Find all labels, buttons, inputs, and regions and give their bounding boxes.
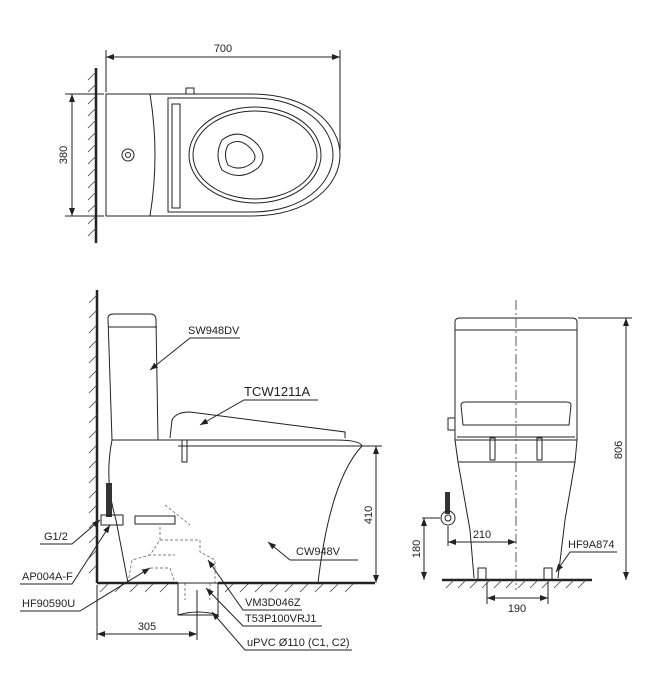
dim-top-width: 700 <box>214 43 232 55</box>
seat-front <box>460 401 572 426</box>
wall-hatch <box>88 294 98 574</box>
drain-pipe <box>177 582 219 616</box>
label-flange: VM3D046Z <box>245 597 301 609</box>
dim-rough-in: 305 <box>138 621 156 633</box>
label-fixing: HF90590U <box>22 598 75 610</box>
side-view: 410 305 SW948DV TCW1211A CW948V G1/2 AP0… <box>20 290 382 651</box>
drain-opening <box>217 133 264 176</box>
bowl-front <box>454 439 578 579</box>
dim-side-height: 410 <box>363 506 375 524</box>
top-view: 700 380 <box>58 43 341 243</box>
tank-side <box>107 313 159 441</box>
flush-button <box>121 148 135 162</box>
label-adapter: T53P100VRJ1 <box>245 613 317 625</box>
label-pipe: uPVC Ø110 (C1, C2) <box>247 637 350 649</box>
label-tank: SW948DV <box>188 325 240 337</box>
wall-hatch <box>87 71 97 237</box>
bowl-side <box>158 439 363 584</box>
label-bolt: HF9A874 <box>568 539 614 551</box>
floor-hatch <box>99 583 354 593</box>
label-seat: TCW1211A <box>244 384 311 399</box>
dim-supply-offset: 210 <box>473 529 491 541</box>
bowl-outline <box>150 93 341 217</box>
dim-supply-height: 180 <box>411 540 423 558</box>
seat-hinge-bar <box>171 103 181 209</box>
dim-bolt-spacing: 190 <box>508 603 526 615</box>
dim-total-height: 806 <box>613 441 625 459</box>
tank-front <box>454 317 578 441</box>
dim-top-depth: 380 <box>58 146 70 164</box>
supply-valve-front <box>440 510 456 526</box>
floor-hatch <box>445 579 587 589</box>
label-bowl: CW948V <box>296 546 341 558</box>
seat-outline <box>188 106 322 204</box>
supply-hose <box>106 483 112 517</box>
label-angle-valve: AP004A-F <box>22 571 73 583</box>
front-view: 806 180 210 190 HF9A874 <box>411 300 632 615</box>
angle-valve <box>100 514 124 526</box>
label-thread: G1/2 <box>44 531 68 543</box>
seat-side <box>169 411 346 439</box>
